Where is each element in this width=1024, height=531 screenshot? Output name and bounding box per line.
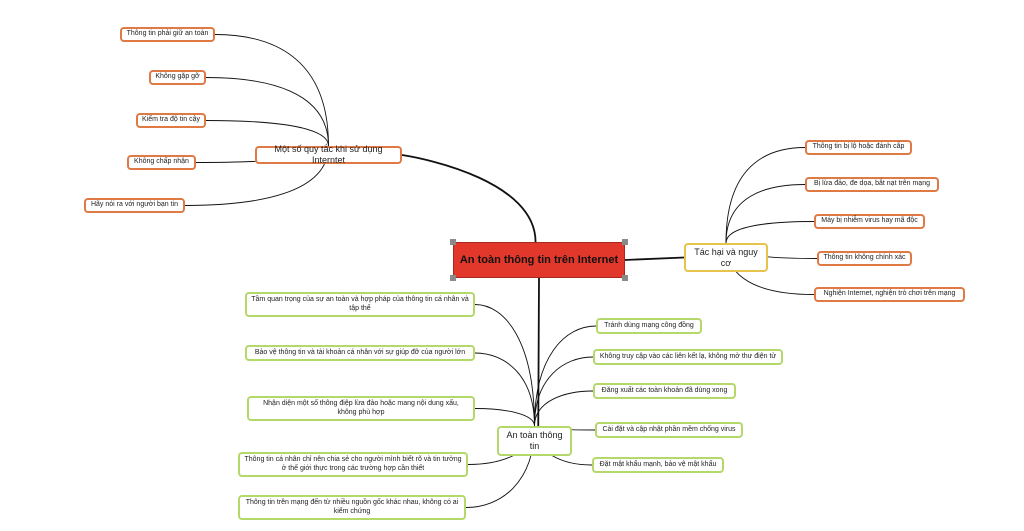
safety-right-item-5[interactable]: Đặt mật khẩu mạnh, bảo vệ mật khẩu (592, 457, 724, 473)
branch-safety[interactable]: An toàn thông tin (497, 426, 572, 456)
safety-right-item-2[interactable]: Không truy cập vào các liên kết lạ, khôn… (593, 349, 783, 365)
safety-left-item-1[interactable]: Tầm quan trọng của sự an toàn và hợp phá… (245, 292, 475, 317)
connector-root-harms (624, 256, 685, 261)
branch-rules[interactable]: Một số quy tắc khi sử dụng Interntet (255, 144, 402, 165)
rules-item-4[interactable]: Không chấp nhận (127, 155, 196, 170)
branch-rules-label: Một số quy tắc khi sử dụng Interntet (274, 144, 383, 165)
branch-harms[interactable]: Tác hại và nguy cơ (684, 243, 768, 272)
root-node[interactable]: An toàn thông tin trên Internet (453, 242, 625, 278)
rules-item-1-label: Thông tin phải giữ an toàn (126, 30, 209, 38)
safety-right-item-3[interactable]: Đăng xuất các toàn khoản đã dùng xong (593, 383, 736, 399)
safety-left-item-4-label: Thông tin cá nhân chỉ nên chia sẻ cho ng… (244, 456, 462, 472)
connector-harms-2 (725, 184, 806, 244)
safety-left-item-5[interactable]: Thông tin trên mạng đến từ nhiều nguồn g… (238, 495, 466, 520)
safety-right-item-4-label: Cài đặt và cập nhật phần mềm chống virus (602, 425, 736, 433)
harms-item-3[interactable]: Máy bị nhiễm virus hay mã độc (814, 214, 925, 229)
branch-safety-label: An toàn thông tin (506, 430, 563, 451)
safety-right-item-3-label: Đăng xuất các toàn khoản đã dùng xong (601, 386, 728, 394)
rules-item-4-label: Không chấp nhận (134, 158, 189, 166)
rules-item-5-label: Hãy nói ra với người bạn tin (90, 201, 179, 209)
connector-rules-3 (205, 120, 329, 147)
harms-item-5[interactable]: Nghiện Internet, nghiện trò chơi trên mạ… (814, 287, 965, 302)
connector-harms-1 (725, 147, 806, 244)
connector-safety-left-3 (474, 408, 535, 427)
connector-harms-3 (725, 221, 815, 244)
safety-left-item-1-label: Tầm quan trọng của sự an toàn và hợp phá… (251, 296, 469, 312)
rules-item-1[interactable]: Thông tin phải giữ an toàn (120, 27, 215, 42)
harms-item-1[interactable]: Thông tin bị lộ hoặc đánh cắp (805, 140, 912, 155)
safety-left-item-5-label: Thông tin trên mạng đến từ nhiều nguồn g… (245, 499, 459, 515)
safety-left-item-3-label: Nhận diện một số thông điệp lừa đảo hoặc… (263, 400, 459, 416)
connector-root-safety (537, 277, 540, 427)
connector-safety-left-2 (474, 352, 535, 427)
safety-left-item-2-label: Bảo vệ thông tin và tài khoản cá nhân vớ… (254, 348, 466, 356)
harms-item-3-label: Máy bị nhiễm virus hay mã độc (821, 217, 918, 225)
harms-item-1-label: Thông tin bị lộ hoặc đánh cắp (812, 143, 905, 151)
resize-handle-top-left[interactable] (450, 239, 456, 245)
safety-left-item-3[interactable]: Nhận diện một số thông điệp lừa đảo hoặc… (247, 396, 475, 421)
rules-item-2[interactable]: Không gặp gỡ (149, 70, 206, 85)
harms-item-4[interactable]: Thông tin không chính xác (817, 251, 912, 266)
rules-item-3-label: Kiểm tra độ tin cậy (142, 116, 200, 124)
safety-right-item-1[interactable]: Tránh dùng mạng công đồng (596, 318, 702, 334)
connector-safety-right-2 (534, 356, 594, 427)
rules-item-2-label: Không gặp gỡ (155, 73, 200, 81)
rules-item-3[interactable]: Kiểm tra độ tin cậy (136, 113, 206, 128)
connector-root-rules (401, 154, 537, 243)
branch-harms-label: Tác hại và nguy cơ (694, 246, 758, 268)
connector-rules-2 (205, 77, 329, 147)
rules-item-5[interactable]: Hãy nói ra với người bạn tin (84, 198, 185, 213)
harms-item-2-label: Bị lừa đảo, đe dọa, bắt nạt trên mạng (814, 180, 930, 188)
resize-handle-bottom-left[interactable] (450, 275, 456, 281)
connector-safety-left-1 (474, 304, 535, 427)
root-label: An toàn thông tin trên Internet (459, 254, 619, 266)
safety-right-item-4[interactable]: Cài đặt và cập nhật phần mềm chống virus (595, 422, 743, 438)
safety-right-item-1-label: Tránh dùng mạng công đồng (604, 321, 694, 329)
safety-right-item-2-label: Không truy cập vào các liên kết lạ, khôn… (599, 352, 777, 360)
resize-handle-top-right[interactable] (622, 239, 628, 245)
connector-rules-1 (214, 34, 329, 147)
harms-item-4-label: Thông tin không chính xác (823, 254, 906, 262)
harms-item-5-label: Nghiện Internet, nghiện trò chơi trên mạ… (823, 290, 956, 298)
connector-safety-right-1 (534, 325, 597, 427)
safety-left-item-2[interactable]: Bảo vệ thông tin và tài khoản cá nhân vớ… (245, 345, 475, 361)
harms-item-2[interactable]: Bị lừa đảo, đe dọa, bắt nạt trên mạng (805, 177, 939, 192)
resize-handle-bottom-right[interactable] (622, 275, 628, 281)
safety-right-item-5-label: Đặt mật khẩu mạnh, bảo vệ mật khẩu (599, 460, 717, 468)
connector-safety-right-3 (534, 390, 594, 427)
safety-left-item-4[interactable]: Thông tin cá nhân chỉ nên chia sẻ cho ng… (238, 452, 468, 477)
